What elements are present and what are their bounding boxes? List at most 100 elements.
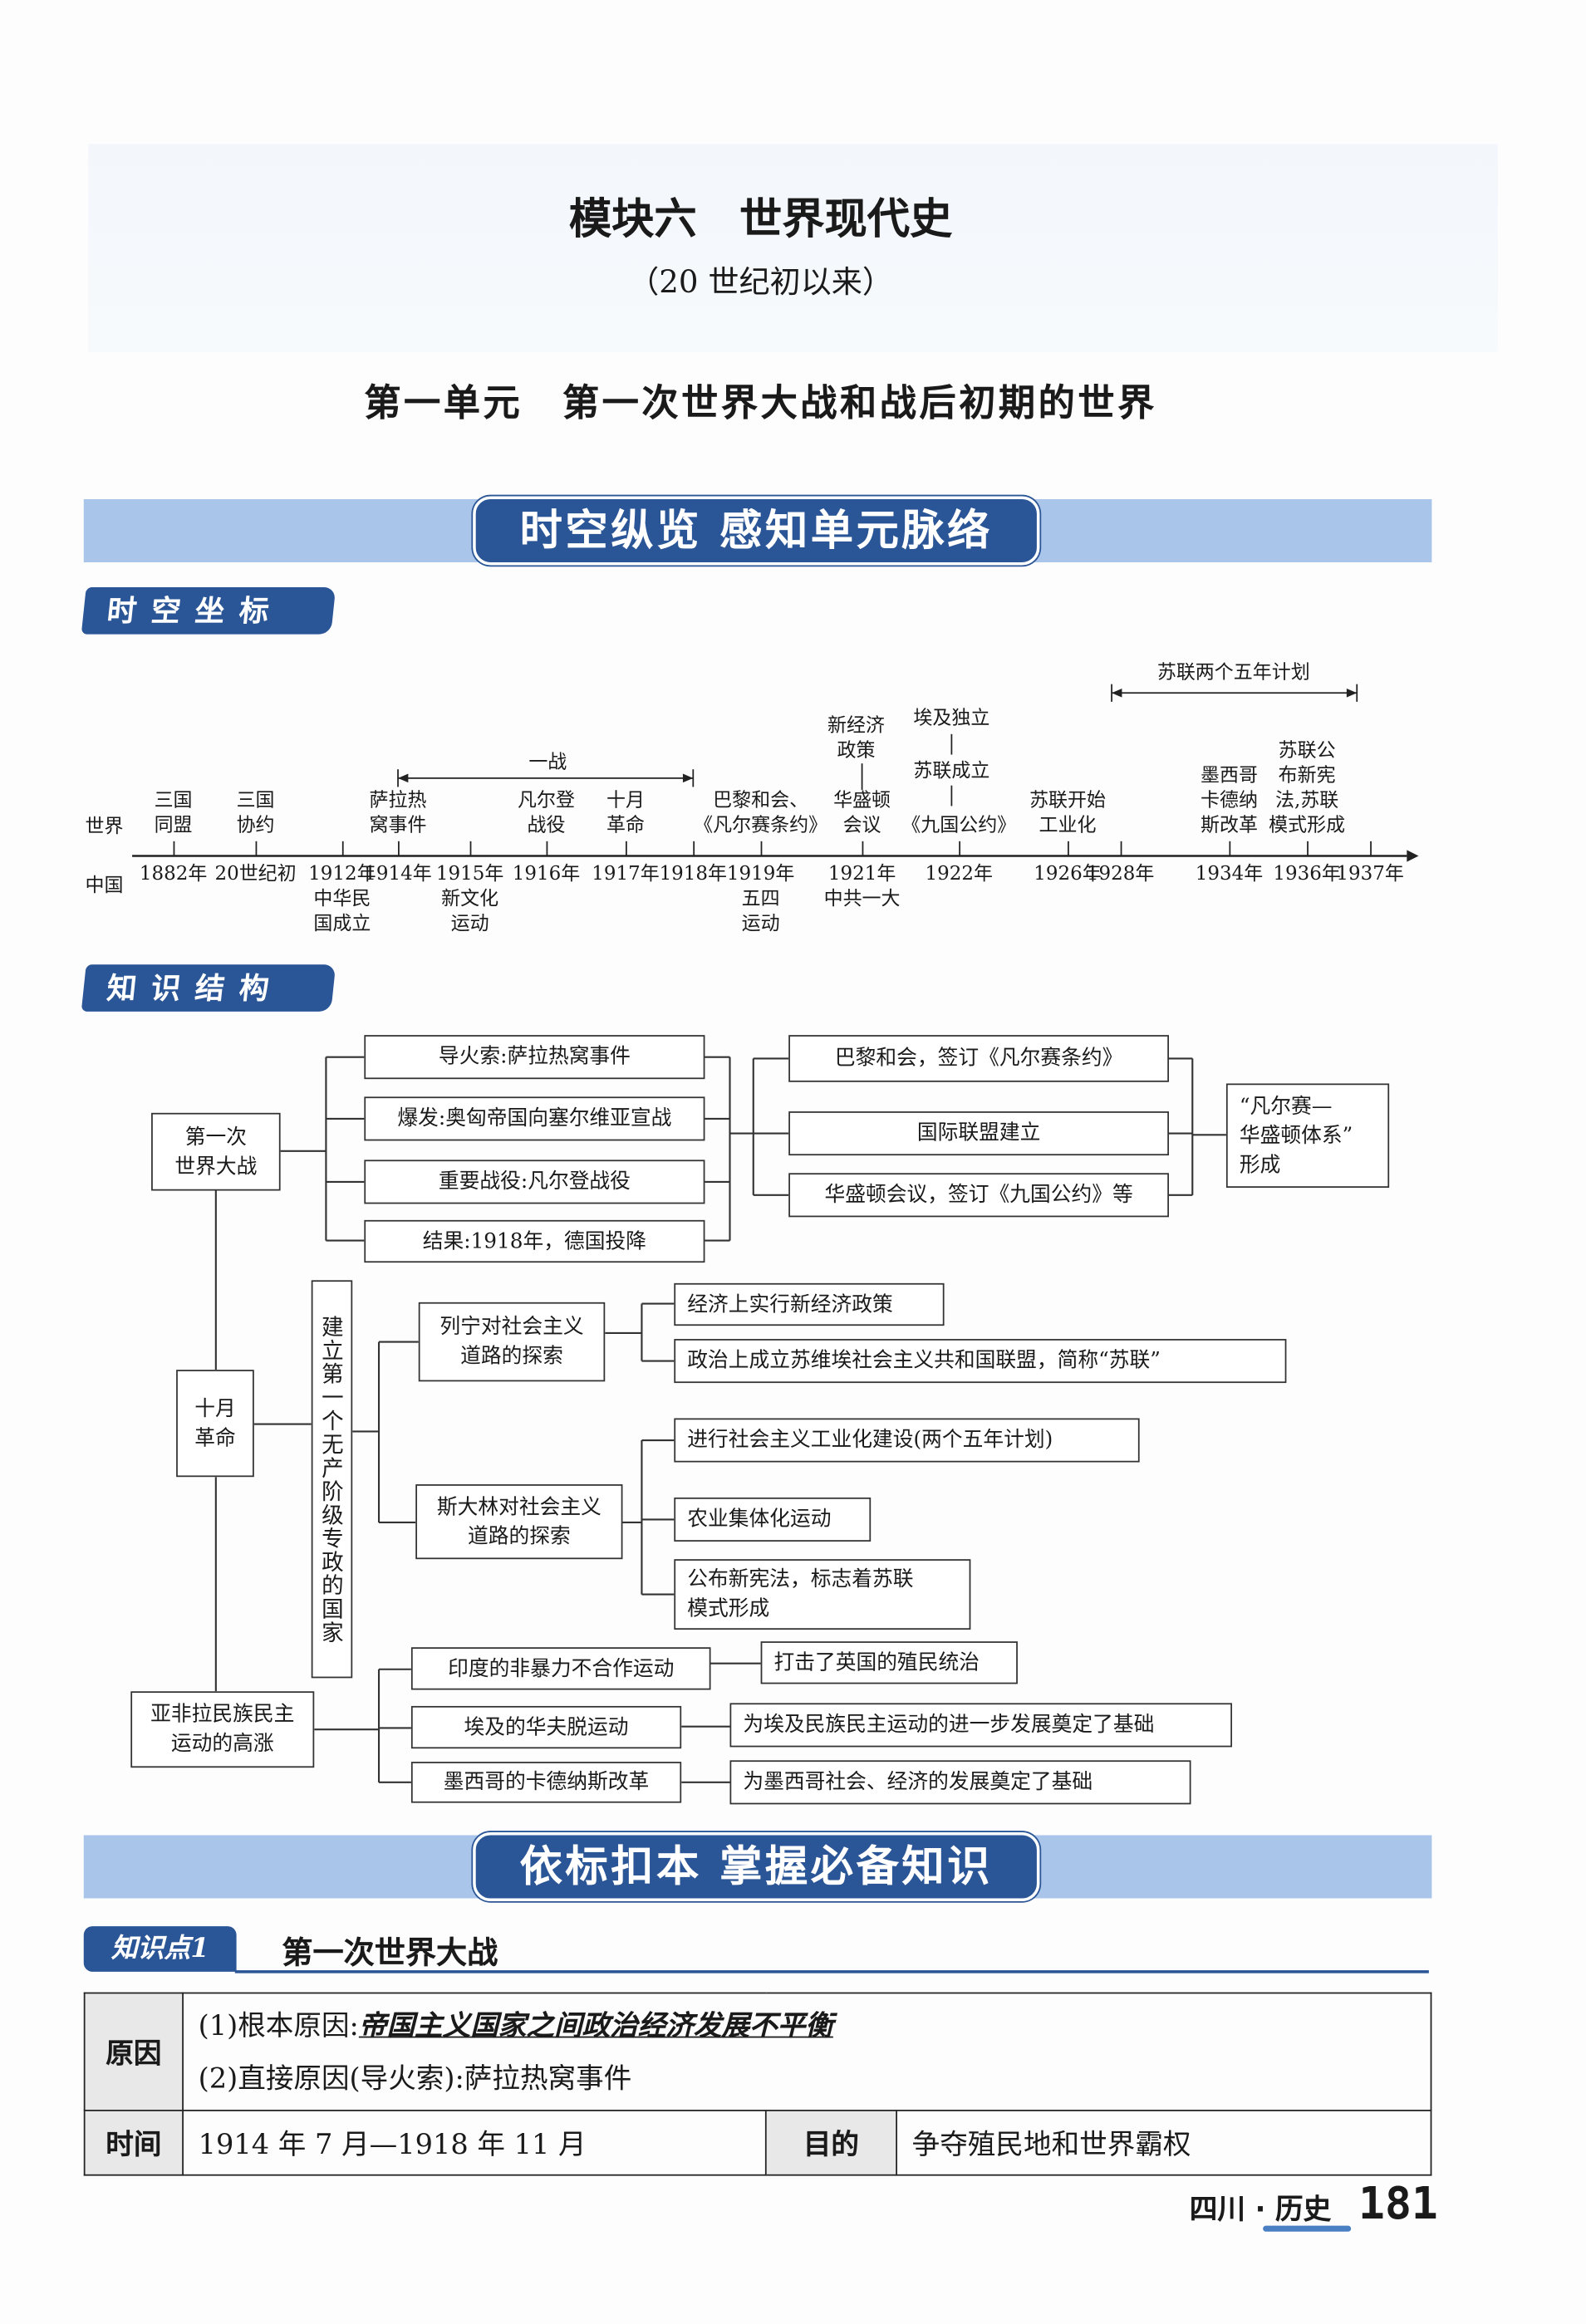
row-label-china: 中国 — [85, 875, 124, 897]
timeline-lines — [132, 684, 1419, 862]
timeline-year: 1919年 — [726, 863, 795, 885]
node-stalin-item: 进行社会主义工业化建设(两个五年计划) — [674, 1418, 1140, 1463]
timeline-tick — [173, 841, 175, 856]
timeline-world-event: 华盛顿 会议 — [833, 789, 891, 837]
span-label-war: 一战 — [528, 752, 567, 774]
timeline-year: 1917年 — [592, 863, 660, 885]
row-label-world: 世界 — [85, 816, 124, 839]
timeline-tick — [341, 841, 344, 856]
node-afl: 亚非拉民族民主 运动的高涨 — [130, 1691, 315, 1768]
timeline-year: 1922年 — [925, 863, 993, 885]
footer-accent — [1263, 2225, 1352, 2232]
timeline-tick — [1307, 841, 1309, 856]
section-banner: 依标扣本 掌握必备知识 — [83, 1831, 1432, 1902]
cause-1-value: 帝国主义国家之间政治经济发展不平衡 — [358, 2008, 833, 2042]
node-proletarian-state: 建立第一个无产阶级专政的国家 — [311, 1280, 353, 1679]
timeline-world-event: 三国 同盟 — [154, 789, 193, 837]
node-afl-result: 为墨西哥社会、经济的发展奠定了基础 — [729, 1760, 1191, 1805]
timeline-year: 20世纪初 — [214, 863, 297, 885]
timeline-world-event: 凡尔登 战役 — [518, 789, 576, 837]
timeline-world-event: 苏联成立 — [913, 760, 990, 783]
node-post-item: 华盛顿会议，签订《九国公约》等 — [788, 1173, 1170, 1218]
goal-value: 争夺殖民地和世界霸权 — [896, 2110, 1432, 2176]
timeline-china-event: 中共一大 — [823, 888, 901, 910]
timeline-year: 1918年 — [659, 863, 728, 885]
timeline-year: 1916年 — [512, 863, 581, 885]
timeline-tick — [760, 841, 763, 856]
timeline-world-event: 苏联公 布新宪 法,苏联 模式形成 — [1269, 739, 1346, 837]
timeline-tick — [693, 841, 695, 856]
node-stalin-item: 农业集体化运动 — [674, 1497, 872, 1542]
node-lenin-item: 政治上成立苏维埃社会主义共和国联盟，简称“苏联” — [674, 1339, 1287, 1384]
goal-header: 目的 — [764, 2110, 897, 2176]
timeline-year: 1937年 — [1336, 863, 1404, 885]
node-lenin: 列宁对社会主义 道路的探索 — [418, 1302, 606, 1382]
node-afl-result: 为埃及民族民主运动的进一步发展奠定了基础 — [729, 1703, 1233, 1748]
timeline-year: 1912年 — [308, 863, 376, 885]
timeline-world-event: 新经济 政策 — [827, 714, 885, 762]
timeline-china-event: 中华民 国成立 — [313, 888, 371, 935]
node-afl-item: 印度的非暴力不合作运动 — [410, 1647, 711, 1690]
timeline-tick — [1120, 841, 1122, 856]
module-title: 模块六 世界现代史 — [568, 194, 953, 244]
node-afl-result: 打击了英国的殖民统治 — [760, 1641, 1018, 1684]
span-label-plans: 苏联两个五年计划 — [1156, 662, 1310, 684]
timeline-tick — [398, 841, 400, 856]
cause-1: (1)根本原因:帝国主义国家之间政治经济发展不平衡 — [199, 1999, 1429, 2052]
timeline-world-event: 苏联开始 工业化 — [1029, 789, 1107, 837]
module-subtitle: （20 世纪初以来） — [628, 264, 894, 300]
node-afl-item: 埃及的华夫脱运动 — [410, 1705, 682, 1749]
axis-arrow-icon — [1407, 850, 1419, 862]
node-ww1-item: 导火索:萨拉热窝事件 — [364, 1035, 705, 1080]
timeline-world-event: 萨拉热 窝事件 — [369, 789, 427, 837]
node-ww1-item: 重要战役:凡尔登战役 — [364, 1160, 705, 1204]
knowledge-point-tag: 知识点1 — [83, 1926, 237, 1972]
timeline-year: 1882年 — [139, 863, 208, 885]
node-october: 十月 革命 — [176, 1370, 254, 1478]
unit-title: 第一单元 第一次世界大战和战后初期的世界 — [364, 381, 1157, 424]
timeline-year: 1926年 — [1034, 863, 1102, 885]
timeline-world-event: 埃及独立 — [913, 707, 990, 730]
timeline-tick — [625, 841, 627, 856]
section-banner: 时空纵览 感知单元脉络 — [83, 496, 1432, 566]
knowledge-point-title: 第一次世界大战 — [282, 1934, 498, 1971]
node-ww1: 第一次 世界大战 — [151, 1112, 281, 1191]
node-ww1-item: 结果:1918年，德国投降 — [364, 1219, 705, 1263]
node-post-item: 巴黎和会，签订《凡尔赛条约》 — [788, 1035, 1170, 1082]
timeline-year: 1934年 — [1195, 863, 1264, 885]
timeline-tick — [1068, 841, 1069, 856]
title-underline — [234, 1970, 1429, 1973]
timeline-china-event: 五四 运动 — [741, 888, 780, 935]
timeline-year: 1936年 — [1273, 863, 1341, 885]
node-post-item: 国际联盟建立 — [788, 1111, 1170, 1156]
node-stalin: 斯大林对社会主义 道路的探索 — [415, 1484, 623, 1560]
timeline-world-event: 墨西哥 卡德纳 斯改革 — [1200, 764, 1258, 837]
footer-book: 四川 · 历史 — [1189, 2193, 1332, 2226]
timeline-world-event: 《九国公约》 — [901, 815, 1017, 837]
node-versailles-system: “凡尔赛— 华盛顿体系” 形成 — [1225, 1083, 1390, 1188]
timeline-year: 1928年 — [1086, 863, 1155, 885]
plans-span-arrow — [1111, 684, 1358, 702]
header-background — [88, 144, 1498, 353]
cause-2: (2)直接原因(导火索):萨拉热窝事件 — [198, 2062, 632, 2095]
timeline-china-event: 新文化 运动 — [441, 888, 499, 935]
banner-title: 时空纵览 感知单元脉络 — [473, 496, 1040, 566]
timeline-tick — [469, 841, 472, 856]
cause-1-label: (1)根本原因: — [198, 2008, 359, 2042]
timeline-year: 1921年 — [827, 863, 896, 885]
timeline-tick — [959, 841, 961, 856]
banner-title: 依标扣本 掌握必备知识 — [473, 1831, 1040, 1902]
time-header: 时间 — [83, 2110, 184, 2176]
node-stalin-item: 公布新宪法，标志着苏联 模式形成 — [674, 1559, 971, 1630]
war-span-arrow — [397, 769, 695, 787]
timeline-tick — [862, 841, 864, 856]
structure-connectors — [214, 1056, 1226, 1783]
timeline-tick — [546, 841, 548, 856]
timeline-year: 1914年 — [364, 863, 432, 885]
timeline-tick — [1229, 841, 1231, 856]
timeline-world-event: 三国 协约 — [236, 789, 275, 837]
knowledge-table: 原因 (1)根本原因:帝国主义国家之间政治经济发展不平衡 (2)直接原因(导火索… — [83, 1992, 1432, 2176]
timeline-tick — [1370, 841, 1372, 856]
timeline-world-event: 十月 革命 — [606, 789, 645, 837]
